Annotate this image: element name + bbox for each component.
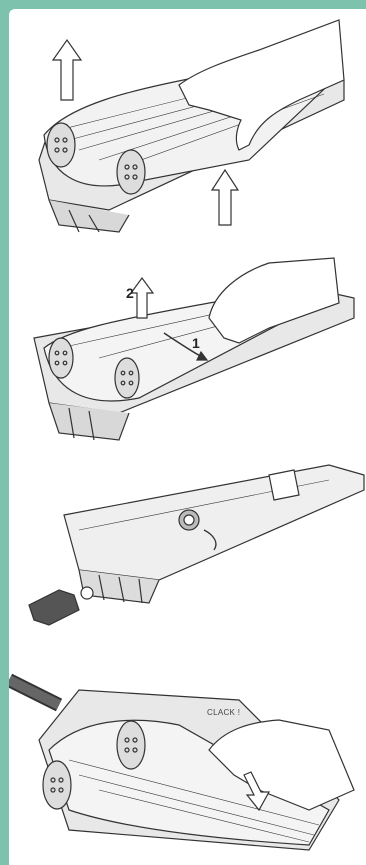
- clack-label: CLACK !: [207, 708, 240, 717]
- step4-illustration: CLACK !: [9, 660, 366, 860]
- cable-gland-icon: [29, 587, 93, 625]
- step3-illustration: [9, 455, 366, 630]
- step1-illustration: [9, 10, 366, 235]
- arrow-up-icon-3: [131, 278, 153, 318]
- step2-label-2: 2: [126, 285, 134, 301]
- step2-illustration: 2 1: [9, 248, 366, 458]
- arrow-up-icon-2: [212, 170, 238, 225]
- arrow-up-icon: [53, 40, 81, 100]
- step2-label-1: 1: [192, 335, 200, 351]
